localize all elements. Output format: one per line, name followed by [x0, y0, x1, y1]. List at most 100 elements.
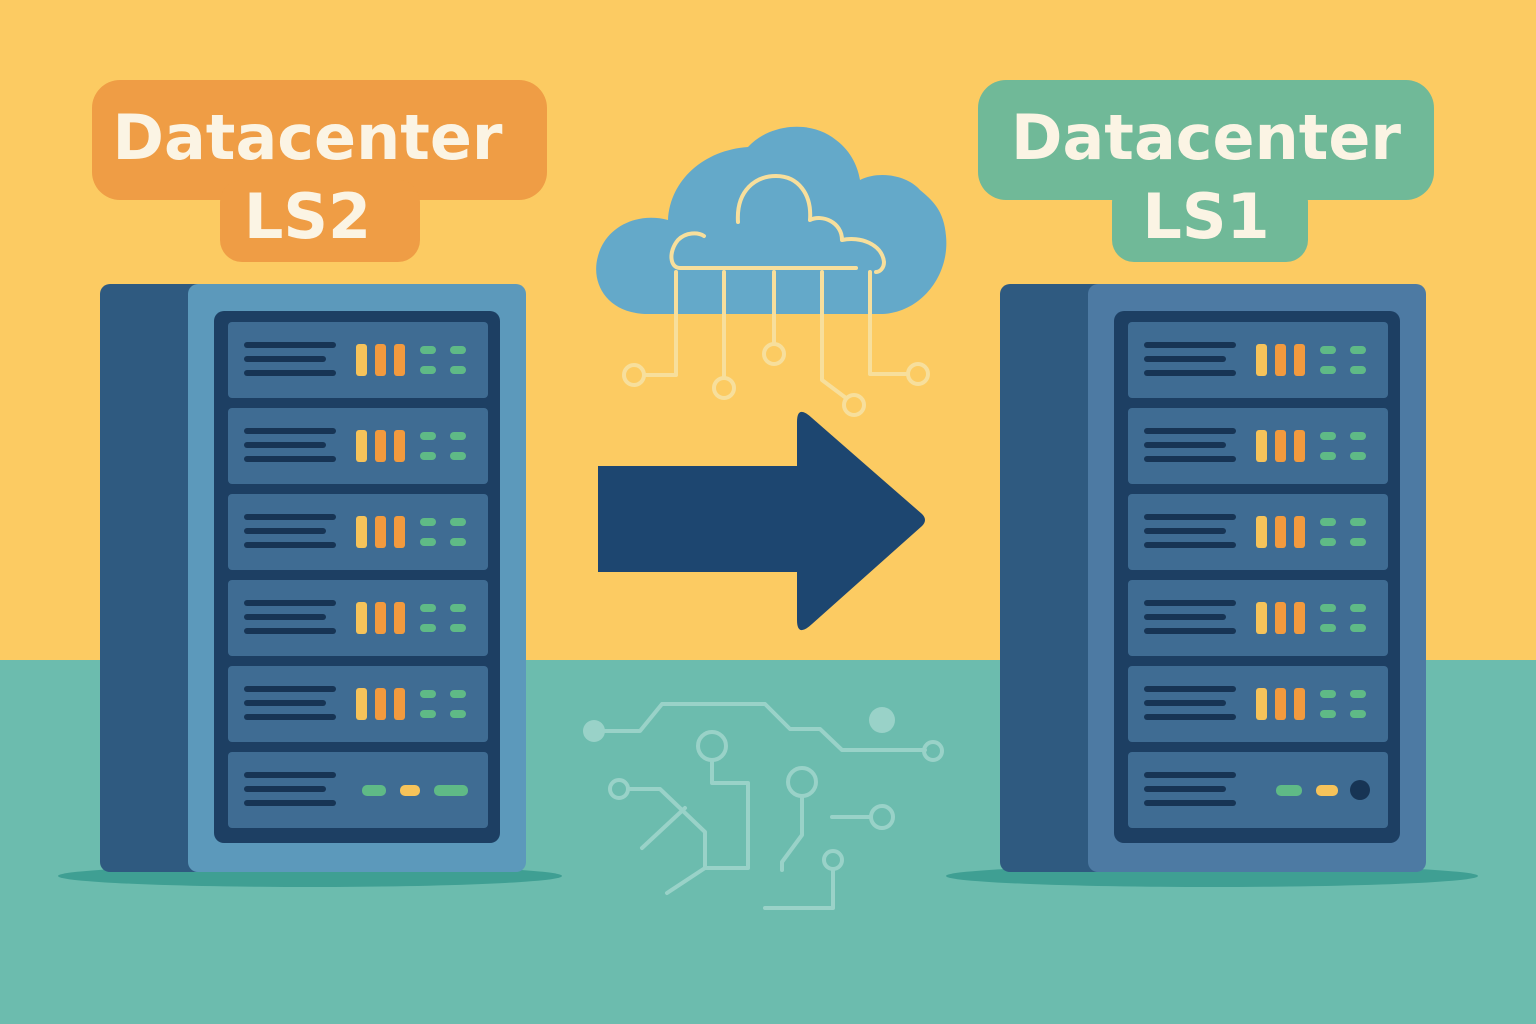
status-led [1294, 602, 1305, 634]
vent-line [244, 356, 326, 362]
status-light [1276, 785, 1302, 796]
status-led [394, 602, 405, 634]
status-led [375, 688, 386, 720]
status-led [375, 430, 386, 462]
status-light [1320, 366, 1336, 374]
status-led [394, 430, 405, 462]
server-unit [228, 494, 488, 570]
status-led [375, 344, 386, 376]
status-light [1350, 710, 1366, 718]
server-unit [228, 322, 488, 398]
status-led [394, 688, 405, 720]
status-light [450, 432, 466, 440]
status-light [1320, 604, 1336, 612]
vent-line [1144, 428, 1236, 434]
status-light [1320, 710, 1336, 718]
status-light [1350, 624, 1366, 632]
vent-line [244, 370, 336, 376]
vent-line [1144, 628, 1236, 634]
vent-line [244, 800, 336, 806]
server-unit [1128, 666, 1388, 742]
status-led [1275, 344, 1286, 376]
status-led [375, 516, 386, 548]
status-light [420, 366, 436, 374]
source-server-rack [100, 284, 526, 872]
target-datacenter-label [978, 80, 1434, 262]
status-led [356, 344, 367, 376]
status-led [1256, 344, 1267, 376]
status-light [420, 710, 436, 718]
vent-line [1144, 600, 1236, 606]
vent-line [244, 614, 326, 620]
status-led [1275, 602, 1286, 634]
status-light [420, 624, 436, 632]
vent-line [244, 772, 336, 778]
status-light [450, 346, 466, 354]
status-light [1350, 538, 1366, 546]
status-light [1316, 785, 1338, 796]
status-light [1350, 452, 1366, 460]
status-light [1320, 624, 1336, 632]
rack-side-panel [100, 284, 210, 872]
vent-line [1144, 356, 1226, 362]
power-button [1350, 780, 1370, 800]
vent-line [1144, 686, 1236, 692]
vent-line [244, 514, 336, 520]
vent-line [244, 714, 336, 720]
status-led [1294, 344, 1305, 376]
server-unit-face [1128, 752, 1388, 828]
status-light [450, 538, 466, 546]
vent-line [244, 542, 336, 548]
status-led [1275, 430, 1286, 462]
status-light [420, 690, 436, 698]
status-led [356, 516, 367, 548]
status-led [1275, 516, 1286, 548]
target-datacenter-line2: LS1 [1142, 180, 1270, 253]
vent-line [244, 342, 336, 348]
status-light [1350, 604, 1366, 612]
vent-line [244, 428, 336, 434]
vent-line [244, 600, 336, 606]
vent-line [1144, 456, 1236, 462]
vent-line [244, 528, 326, 534]
status-led [1294, 430, 1305, 462]
status-light [1350, 690, 1366, 698]
status-light [434, 785, 468, 796]
source-datacenter-line1: Datacenter [112, 101, 503, 174]
status-light [1320, 346, 1336, 354]
server-unit [1128, 580, 1388, 656]
status-light [1320, 452, 1336, 460]
status-led [394, 344, 405, 376]
vent-line [1144, 370, 1236, 376]
status-light [1350, 518, 1366, 526]
status-light [420, 518, 436, 526]
status-light [450, 518, 466, 526]
vent-line [1144, 514, 1236, 520]
vent-line [1144, 786, 1226, 792]
status-light [1320, 518, 1336, 526]
server-unit [228, 666, 488, 742]
server-unit-face [228, 752, 488, 828]
status-light [420, 432, 436, 440]
vent-line [244, 456, 336, 462]
source-datacenter-label [92, 80, 547, 262]
status-led [356, 430, 367, 462]
rack-side-panel [1000, 284, 1110, 872]
vent-line [244, 628, 336, 634]
status-led [375, 602, 386, 634]
status-light [1350, 432, 1366, 440]
status-light [450, 604, 466, 612]
target-server-rack [1000, 284, 1426, 872]
circuit-icon [583, 702, 944, 910]
target-datacenter-line1: Datacenter [1011, 101, 1401, 174]
status-light [420, 604, 436, 612]
status-light [420, 346, 436, 354]
server-unit [1128, 322, 1388, 398]
server-unit [228, 408, 488, 484]
status-light [1320, 432, 1336, 440]
arrow-right-icon [598, 411, 925, 631]
status-led [1294, 688, 1305, 720]
status-led [1294, 516, 1305, 548]
status-light [450, 624, 466, 632]
status-light [450, 710, 466, 718]
